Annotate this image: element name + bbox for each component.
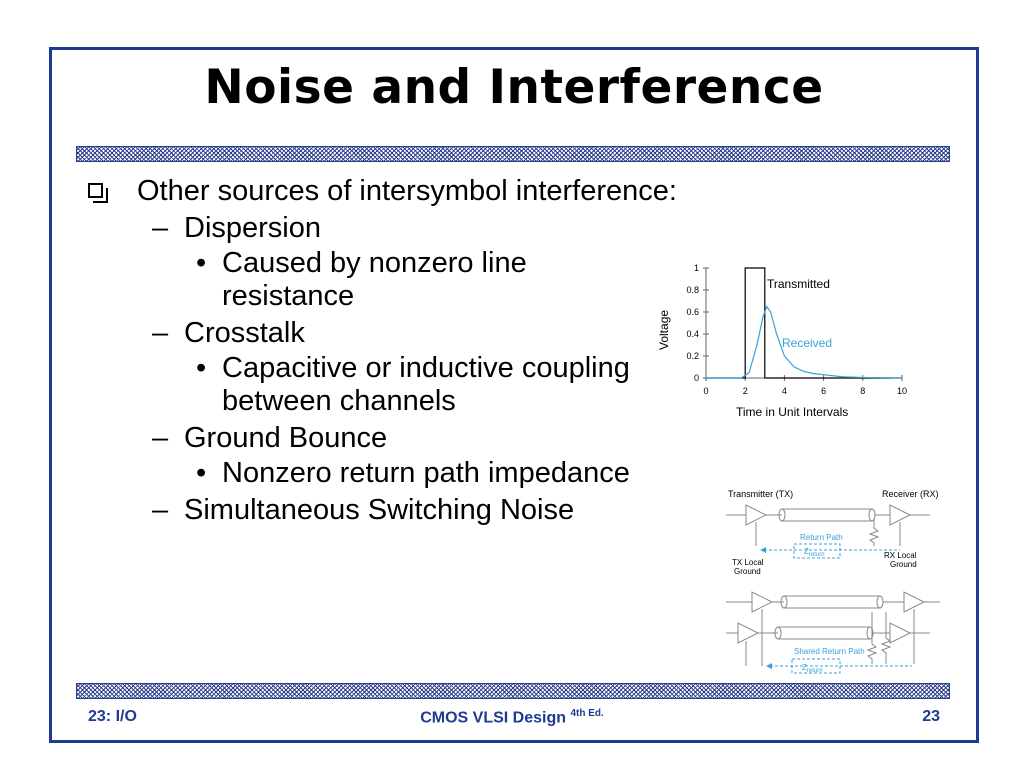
chart-series xyxy=(706,267,903,379)
tline2-right-cap xyxy=(876,595,884,609)
bullet-ground-bounce-detail: • Nonzero return path impedance xyxy=(80,457,710,490)
bullet-ground-bounce: – Ground Bounce xyxy=(80,421,710,455)
bullet-dispersion: – Dispersion xyxy=(80,211,710,245)
slide-title: Noise and Interference xyxy=(204,60,824,115)
chart-x-tick-label: 6 xyxy=(821,386,826,396)
shared-return-arrow-icon xyxy=(766,663,772,669)
bottom-divider-band xyxy=(76,683,950,699)
bullet-ssn: – Simultaneous Switching Noise xyxy=(80,493,710,527)
legend-received: Received xyxy=(782,336,832,350)
tline-left-cap xyxy=(778,508,786,522)
chart-y-tick-label: 0.2 xyxy=(686,351,699,361)
dash-bullet-icon: – xyxy=(152,212,169,244)
dot-bullet-icon: • xyxy=(196,457,207,489)
shared-return-label: Shared Return Path xyxy=(794,647,865,656)
legend-transmitted: Transmitted xyxy=(767,277,830,291)
rx-label: Receiver (RX) xyxy=(882,489,939,499)
footer-edition: 4th Ed. xyxy=(570,708,604,719)
chart-x-tick-label: 2 xyxy=(743,386,748,396)
tx3-buffer-icon xyxy=(737,622,760,644)
bullet-ground-bounce-detail-text: Nonzero return path impedance xyxy=(222,457,630,489)
bullet-main: Other sources of intersymbol interferenc… xyxy=(80,175,710,208)
chart-ylabel: Voltage xyxy=(657,310,671,350)
dot-bullet-icon: • xyxy=(196,352,207,384)
dash-bullet-icon: – xyxy=(152,317,169,349)
footer-book-title: CMOS VLSI Design 4th Ed. xyxy=(420,708,604,727)
shared-z-return-label: Zreturn xyxy=(802,663,823,674)
bullet-ssn-text: Simultaneous Switching Noise xyxy=(184,494,575,526)
termination-resistor-icon xyxy=(868,518,880,546)
dash-bullet-icon: – xyxy=(152,494,169,526)
return-path-label: Return Path xyxy=(800,533,843,542)
bullet-crosstalk-detail: • Capacitive or inductive coupling betwe… xyxy=(80,352,710,418)
footer-chapter: 23: I/O xyxy=(88,708,137,725)
tx-ground-label-1: TX Local xyxy=(732,558,764,567)
bullet-list: Other sources of intersymbol interferenc… xyxy=(80,175,710,527)
top-divider-band xyxy=(76,146,950,162)
chart-x-tick-label: 4 xyxy=(782,386,787,396)
footer-page-number: 23 xyxy=(922,708,940,725)
bullet-dispersion-text: Dispersion xyxy=(184,212,321,244)
chart-x-tick-label: 0 xyxy=(703,386,708,396)
shared-z-return-box xyxy=(791,658,841,674)
tx-label: Transmitter (TX) xyxy=(728,489,793,499)
bullet-crosstalk-detail-text: Capacitive or inductive coupling between… xyxy=(222,352,630,417)
z-return-label: Zreturn xyxy=(804,547,825,558)
bullet-dispersion-detail-text: Caused by nonzero line resistance xyxy=(222,247,527,312)
rx2-buffer-icon xyxy=(903,591,926,613)
tx-ground-label-2: Ground xyxy=(734,567,761,576)
dash-bullet-icon: – xyxy=(152,422,169,454)
bullet-crosstalk-text: Crosstalk xyxy=(184,317,305,349)
dot-bullet-icon: • xyxy=(196,247,207,279)
tline3-left-cap xyxy=(774,626,782,640)
tx2-buffer-icon xyxy=(751,591,774,613)
chart-x-tick-label: 8 xyxy=(860,386,865,396)
shared-resistor-2-icon xyxy=(880,612,892,664)
chart-series-received xyxy=(706,305,903,379)
return-path-diagram: Transmitter (TX) Receiver (RX) Return Pa… xyxy=(726,489,940,674)
return-arrow-icon xyxy=(760,547,766,553)
checkbox-bullet-icon xyxy=(88,183,108,203)
bullet-crosstalk: – Crosstalk xyxy=(80,316,710,350)
chart-y-tick-label: 1 xyxy=(694,263,699,273)
bullet-dispersion-detail: • Caused by nonzero line resistance xyxy=(80,247,710,313)
shared-resistor-1-icon xyxy=(866,612,878,664)
tx-buffer-icon xyxy=(745,504,768,526)
rx-ground-label-1: RX Local xyxy=(884,551,917,560)
chart-y-tick-label: 0.8 xyxy=(686,285,699,295)
tline2-left-cap xyxy=(780,595,788,609)
bullet-ground-bounce-text: Ground Bounce xyxy=(184,422,388,454)
chart-x-tick-label: 10 xyxy=(897,386,907,396)
rx-buffer-icon xyxy=(889,504,912,526)
chart-y-tick-label: 0.4 xyxy=(686,329,699,339)
z-return-box xyxy=(793,543,841,559)
rx-ground-label-2: Ground xyxy=(890,560,917,569)
rx3-buffer-icon xyxy=(889,622,912,644)
chart-y-tick-label: 0.6 xyxy=(686,307,699,317)
chart-xlabel: Time in Unit Intervals xyxy=(736,405,848,419)
bullet-main-text: Other sources of intersymbol interferenc… xyxy=(137,175,677,207)
chart-y-tick-label: 0 xyxy=(694,373,699,383)
